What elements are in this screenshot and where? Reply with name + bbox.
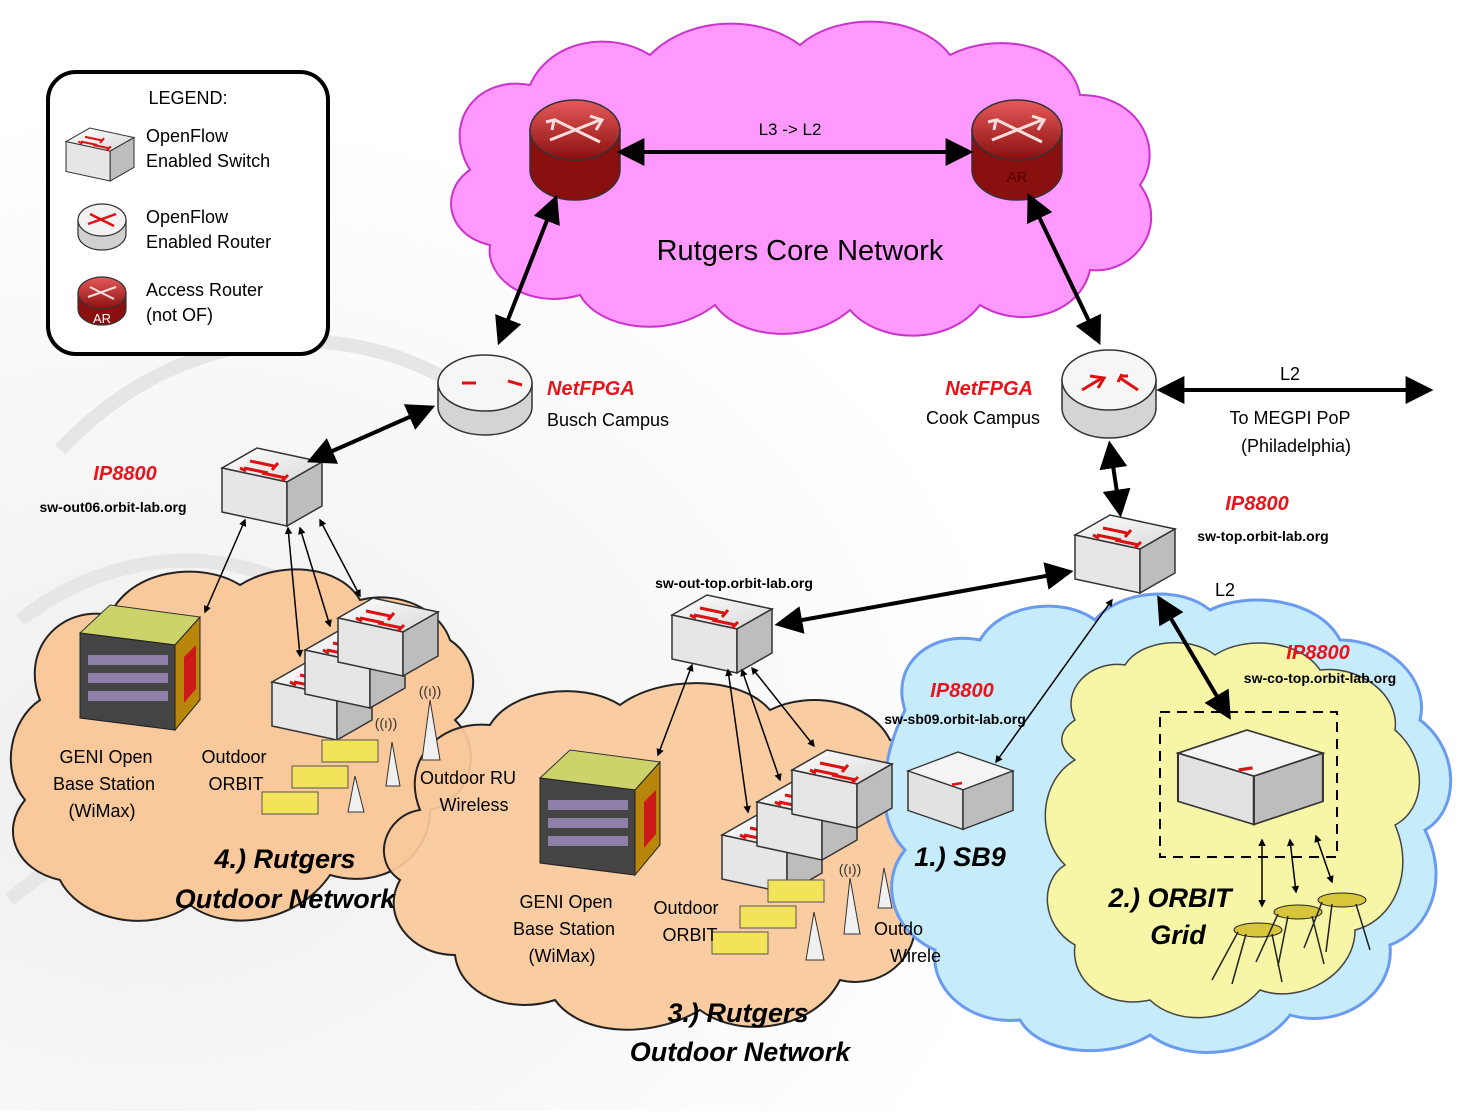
wimax-base-station-net4 bbox=[78, 604, 202, 732]
grid-title-line-2: Grid bbox=[1150, 920, 1206, 950]
netfpga-cook-name: NetFPGA bbox=[945, 378, 1033, 400]
sw-sb09-host: sw-sb09.orbit-lab.org bbox=[884, 711, 1026, 727]
net3-bs-line-3: (WiMax) bbox=[529, 946, 596, 966]
switch-sw-out06 bbox=[220, 446, 324, 528]
net4-title-line-2: Outdoor Network bbox=[175, 884, 397, 914]
thin-links bbox=[203, 518, 1334, 908]
net3-orbit-line-1: Outdoor bbox=[653, 898, 718, 918]
outdoor-network-3-cloud bbox=[382, 682, 950, 1031]
core-network-cloud bbox=[450, 20, 1153, 337]
legend-router-label-1: OpenFlow bbox=[146, 207, 229, 227]
orbit-outdoor-nodes-net4: ((ı)) ((ı)) bbox=[261, 683, 442, 815]
net4-bs-line-3: (WiMax) bbox=[69, 801, 136, 821]
sw-sb09-model: IP8800 bbox=[930, 680, 993, 702]
core-router-right-badge: AR bbox=[1007, 169, 1028, 186]
net4-bs-line-1: GENI Open bbox=[59, 747, 152, 767]
legend-access-label-2: (not OF) bbox=[146, 305, 213, 325]
legend-access-label-1: Access Router bbox=[146, 280, 263, 300]
net3-bs-line-1: GENI Open bbox=[519, 892, 612, 912]
sw-top-host: sw-top.orbit-lab.org bbox=[1197, 528, 1328, 544]
netfpga-busch-router bbox=[437, 354, 533, 436]
net3-ru-line-2: Wirele bbox=[890, 946, 941, 966]
legend-access-router-icon: AR bbox=[77, 276, 127, 326]
svg-text:((ı)): ((ı)) bbox=[839, 861, 862, 877]
net4-ru-line-1: Outdoor RU bbox=[420, 768, 516, 788]
svg-text:((ı)): ((ı)) bbox=[419, 683, 442, 699]
netfpga-cook-location: Cook Campus bbox=[926, 408, 1040, 428]
thick-links bbox=[306, 404, 1231, 720]
sw-out06-host: sw-out06.orbit-lab.org bbox=[40, 499, 187, 515]
net4-ru-line-2: Wireless bbox=[439, 795, 508, 815]
net3-bs-line-2: Base Station bbox=[513, 919, 615, 939]
net4-orbit-line-2: ORBIT bbox=[208, 774, 263, 794]
net4-bs-line-2: Base Station bbox=[53, 774, 155, 794]
sw-out-top-host: sw-out-top.orbit-lab.org bbox=[655, 575, 813, 591]
link-core-left-busch bbox=[495, 194, 560, 346]
sb9-title: 1.) SB9 bbox=[914, 842, 1006, 872]
megpi-link-label: L2 bbox=[1280, 364, 1300, 384]
grid-title-line-1: 2.) ORBIT bbox=[1107, 883, 1234, 913]
legend-switch-label-1: OpenFlow bbox=[146, 126, 229, 146]
net4-title-line-1: 4.) Rutgers bbox=[213, 844, 355, 874]
legend-switch-icon bbox=[64, 126, 136, 183]
core-router-left bbox=[529, 99, 621, 201]
grid-node-1 bbox=[1211, 922, 1283, 985]
netfpga-busch-name: NetFPGA bbox=[547, 378, 635, 400]
link-core-right-cook bbox=[1027, 192, 1101, 346]
orbit-outdoor-nodes-net3: ((ı)) bbox=[711, 861, 893, 961]
sw-co-top-host: sw-co-top.orbit-lab.org bbox=[1244, 670, 1396, 686]
sw-top-model: IP8800 bbox=[1225, 493, 1288, 515]
net3-title-line-1: 3.) Rutgers bbox=[667, 998, 808, 1028]
netfpga-cook-router bbox=[1061, 349, 1157, 439]
sw-co-top-model: IP8800 bbox=[1286, 642, 1349, 664]
megpi-line-1: To MEGPI PoP bbox=[1229, 408, 1350, 428]
legend-title: LEGEND: bbox=[148, 88, 227, 108]
switch-sw-out-top bbox=[670, 593, 774, 675]
legend-switch-label-2: Enabled Switch bbox=[146, 151, 270, 171]
switch-stack-net4-3 bbox=[336, 596, 440, 678]
net3-ru-line-1: Outdo bbox=[874, 919, 923, 939]
legend-router-icon bbox=[77, 203, 127, 251]
core-network-title: Rutgers Core Network bbox=[657, 235, 944, 267]
net3-orbit-line-2: ORBIT bbox=[662, 925, 717, 945]
net3-title-line-2: Outdoor Network bbox=[630, 1037, 852, 1067]
legend-access-badge: AR bbox=[93, 311, 111, 326]
svg-text:((ı)): ((ı)) bbox=[375, 715, 398, 731]
megpi-line-2: (Philadelphia) bbox=[1241, 436, 1351, 456]
core-router-right: AR bbox=[971, 99, 1063, 201]
sw-top-link-label: L2 bbox=[1215, 580, 1235, 600]
switch-sw-top bbox=[1073, 513, 1177, 595]
sw-out06-model: IP8800 bbox=[93, 463, 156, 485]
switch-stack-net3-3 bbox=[790, 748, 894, 830]
orbit-grid-dashed-box bbox=[1159, 711, 1338, 858]
grid-node-3 bbox=[1303, 892, 1371, 953]
wimax-base-station-net3 bbox=[538, 749, 662, 877]
netfpga-busch-location: Busch Campus bbox=[547, 410, 669, 430]
core-link-label: L3 -> L2 bbox=[759, 120, 822, 139]
net4-orbit-line-1: Outdoor bbox=[201, 747, 266, 767]
legend-router-label-2: Enabled Router bbox=[146, 232, 271, 252]
